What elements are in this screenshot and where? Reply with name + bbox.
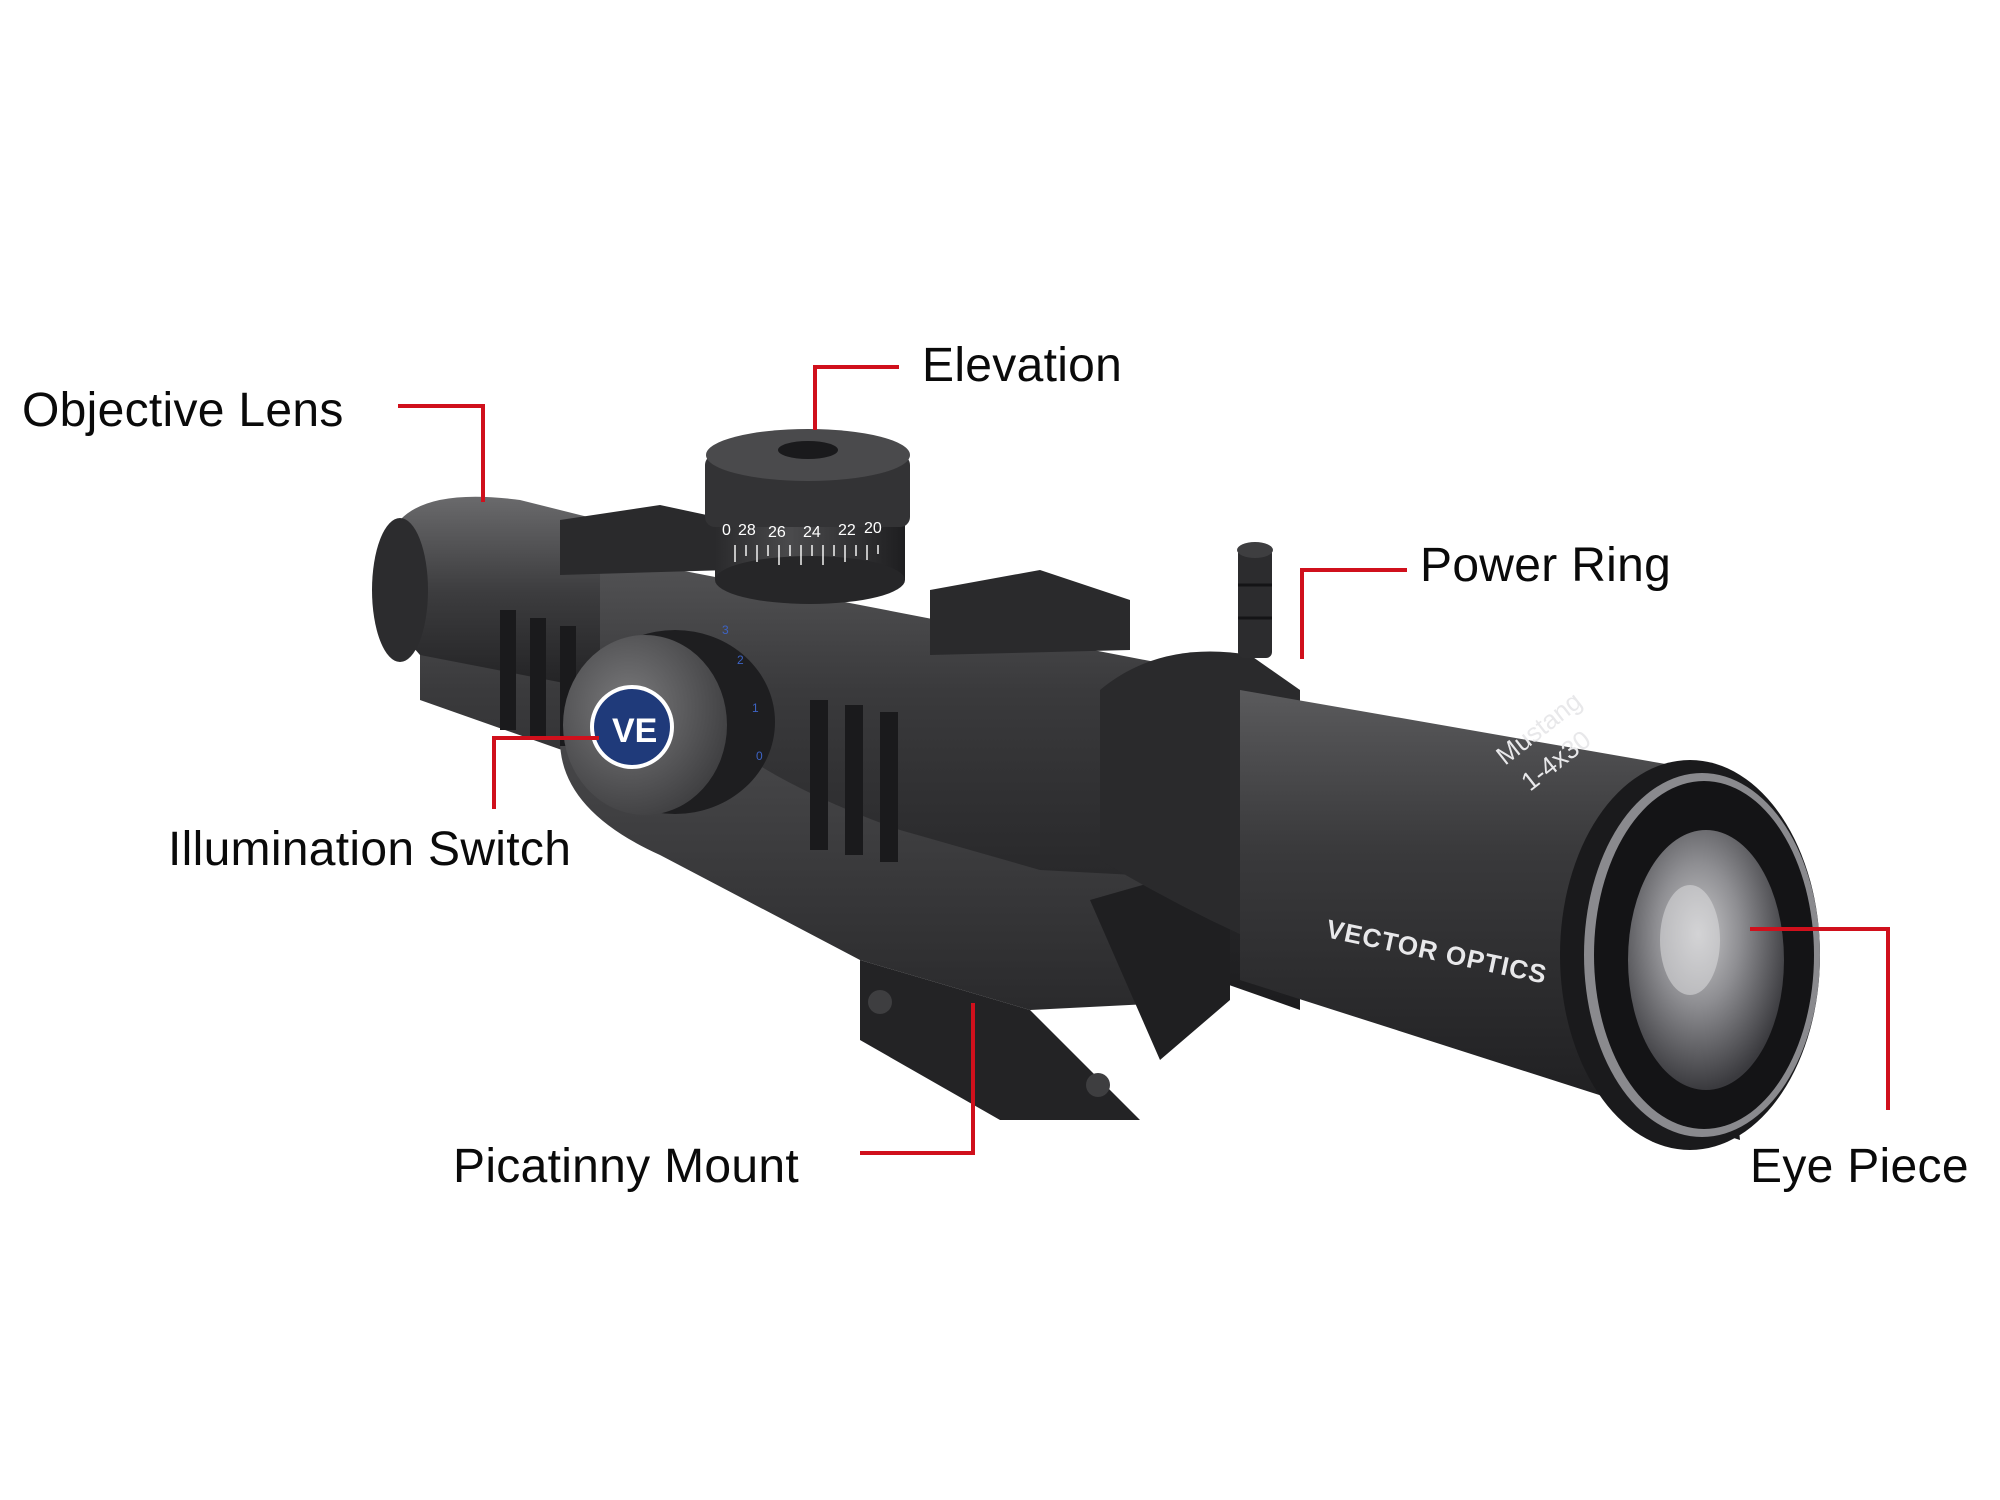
eye-piece-assembly — [1560, 760, 1820, 1150]
leader-objective-lens — [398, 404, 485, 502]
illumination-dial: VE 3 2 1 0 — [563, 623, 775, 815]
leader-elevation — [813, 365, 899, 430]
leader-eye-piece — [1750, 927, 1890, 1110]
turret-number: 22 — [838, 522, 856, 539]
turret-number: 0 — [722, 522, 731, 539]
top-rails — [500, 505, 1130, 862]
dial-number: 1 — [752, 701, 759, 715]
label-picatinny-mount: Picatinny Mount — [453, 1140, 800, 1193]
dial-number: 2 — [737, 653, 744, 667]
logo-text: VE — [612, 712, 657, 750]
label-eye-piece: Eye Piece — [1750, 1140, 1969, 1193]
elevation-turret: 0 28 26 24 22 20 — [705, 429, 910, 604]
turret-number: 28 — [738, 522, 756, 539]
label-objective-lens: Objective Lens — [22, 384, 344, 437]
label-power-ring: Power Ring — [1420, 539, 1672, 592]
leader-power-ring — [1300, 568, 1407, 659]
scope-body: 0 28 26 24 22 20 — [372, 429, 1820, 1150]
objective-lens-housing — [372, 496, 600, 690]
leader-illumination-switch — [492, 736, 599, 809]
dial-number: 0 — [756, 749, 763, 763]
label-elevation: Elevation — [922, 339, 1123, 392]
dial-number: 3 — [722, 623, 729, 637]
leader-lines — [398, 365, 1890, 1155]
leader-picatinny-mount — [860, 1003, 975, 1155]
turret-number: 26 — [768, 524, 786, 541]
turret-number: 24 — [803, 524, 821, 541]
elevation-scale: 0 28 26 24 22 20 — [722, 520, 882, 541]
ve-logo-icon — [594, 689, 670, 765]
label-illumination-switch: Illumination Switch — [168, 823, 572, 876]
turret-number: 20 — [864, 520, 882, 537]
